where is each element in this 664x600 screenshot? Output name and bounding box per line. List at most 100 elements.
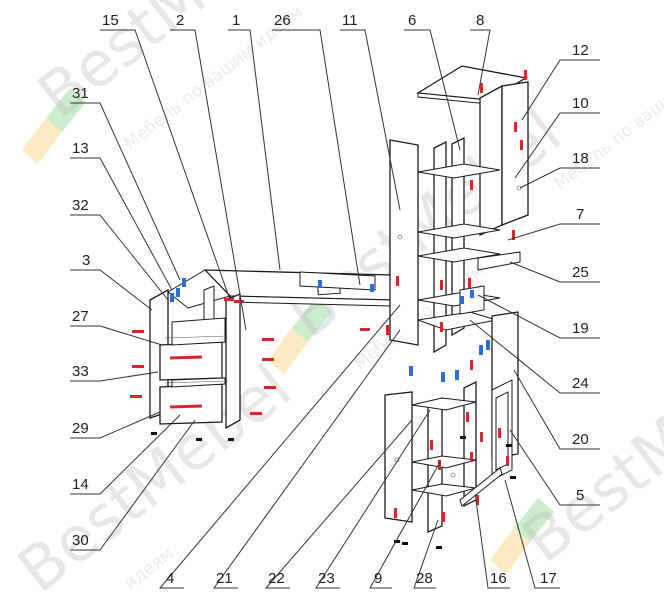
cabinet-plinth xyxy=(459,467,503,507)
cabinet-side-left xyxy=(384,391,413,523)
callout-11: 11 xyxy=(342,12,358,29)
tower-screw-8 xyxy=(440,280,443,290)
cabinet-shelf-mid xyxy=(411,455,477,469)
callout-6: 6 xyxy=(408,12,416,29)
callout-20: 20 xyxy=(572,431,589,448)
cabinet-dowel-1 xyxy=(409,366,413,376)
screw-4 xyxy=(262,338,274,341)
cabinet-hole-2 xyxy=(450,472,456,478)
runner-top xyxy=(164,335,229,339)
cabinet-shelf-top xyxy=(411,397,477,411)
watermark-brand-right: BestMebel xyxy=(509,320,664,577)
tower-box xyxy=(459,285,485,315)
callout-26: 26 xyxy=(274,12,291,29)
screw-7 xyxy=(250,412,262,415)
drawer-handle-bottom xyxy=(169,404,203,409)
tower-screw-2 xyxy=(524,70,527,80)
callout-25: 25 xyxy=(572,264,589,281)
tower-screw-5 xyxy=(470,180,473,190)
cabinet-screw-10 xyxy=(394,508,397,518)
callout-13: 13 xyxy=(72,140,89,157)
tower-dowel-1 xyxy=(470,290,474,298)
callout-24: 24 xyxy=(572,375,589,392)
callout-29: 29 xyxy=(72,420,89,437)
tower-screw-6 xyxy=(512,230,515,240)
callout-27: 27 xyxy=(72,308,89,325)
callout-7: 7 xyxy=(576,206,584,223)
lower-cabinet xyxy=(384,311,519,549)
tower-screw-3 xyxy=(480,83,483,93)
callout-33: 33 xyxy=(72,363,89,380)
cabinet-dowel-3 xyxy=(455,370,459,380)
tower-dowel-4 xyxy=(318,280,322,288)
tower-side-left xyxy=(389,139,419,346)
callout-12: 12 xyxy=(572,42,589,59)
callout-8: 8 xyxy=(476,12,484,29)
callout-1: 1 xyxy=(232,12,240,29)
drawer-box-bottom xyxy=(171,377,226,388)
screw-3 xyxy=(130,395,142,398)
callout-5: 5 xyxy=(576,487,584,504)
screw-2 xyxy=(132,365,144,368)
foot-pad-1 xyxy=(151,432,157,435)
tower-screw-7 xyxy=(396,276,399,286)
cabinet-screw-1 xyxy=(470,360,473,370)
cabinet-dowel-4 xyxy=(479,345,483,355)
callout-10: 10 xyxy=(572,95,589,112)
callout-22: 22 xyxy=(268,570,285,587)
tower-shelf-25 xyxy=(477,251,521,271)
drawer-handle-top xyxy=(169,355,203,360)
leader-lines xyxy=(70,29,600,589)
callout-31: 31 xyxy=(72,85,89,102)
cabinet-screw-4 xyxy=(470,452,473,462)
cabinet-screw-9 xyxy=(442,512,445,522)
foot-pad-2 xyxy=(196,438,202,441)
callout-30: 30 xyxy=(72,532,89,549)
tower-back-panel xyxy=(479,84,503,237)
cabinet-screw-6 xyxy=(506,456,509,466)
cabinet-screw-7 xyxy=(430,440,433,450)
watermark-slogan-right: Мебель по вашим идеям xyxy=(551,42,664,194)
cabinet-foot-5 xyxy=(506,444,512,447)
dowel-1 xyxy=(170,293,174,302)
cabinet-screw-5 xyxy=(498,428,501,438)
watermark-logo-mark xyxy=(22,88,554,574)
callout-18: 18 xyxy=(572,150,589,167)
screw-10 xyxy=(360,328,370,331)
screw-6 xyxy=(264,386,276,389)
tower-shelf-1 xyxy=(417,163,501,179)
drawer-box-top xyxy=(171,317,226,346)
tower-screw-10 xyxy=(440,322,443,332)
tower-shelf-3 xyxy=(417,247,501,263)
screw-5 xyxy=(262,358,274,361)
drawer-front-top xyxy=(159,341,223,381)
cabinet-dowel-2 xyxy=(441,372,445,382)
hole-1 xyxy=(397,234,403,240)
tower-dowel-3 xyxy=(370,284,374,292)
callout-16: 16 xyxy=(490,570,507,587)
callout-3: 3 xyxy=(82,252,90,269)
cabinet-foot-4 xyxy=(460,436,466,439)
tower-dowel-2 xyxy=(460,296,464,304)
dowel-3 xyxy=(182,278,186,287)
foot-pad-3 xyxy=(228,438,234,441)
tower-screw-9 xyxy=(468,278,471,288)
callout-9: 9 xyxy=(374,570,382,587)
callout-17: 17 xyxy=(540,570,557,587)
cabinet-foot-1 xyxy=(394,540,400,543)
callout-4: 4 xyxy=(166,570,174,587)
callout-28: 28 xyxy=(416,570,433,587)
callout-21: 21 xyxy=(216,570,233,587)
callout-23: 23 xyxy=(318,570,335,587)
cabinet-dowel-5 xyxy=(486,340,490,350)
screw-8 xyxy=(234,300,244,303)
callout-32: 32 xyxy=(72,197,89,214)
screw-9 xyxy=(224,298,234,301)
callout-14: 14 xyxy=(72,476,89,493)
drawer-front-bottom xyxy=(159,383,223,425)
callout-2: 2 xyxy=(176,12,184,29)
tower-screw-11 xyxy=(386,325,389,335)
cabinet-screw-8 xyxy=(438,460,441,470)
callout-labels: 15 2 1 26 11 6 8 12 10 18 7 25 19 24 20 … xyxy=(72,12,589,587)
